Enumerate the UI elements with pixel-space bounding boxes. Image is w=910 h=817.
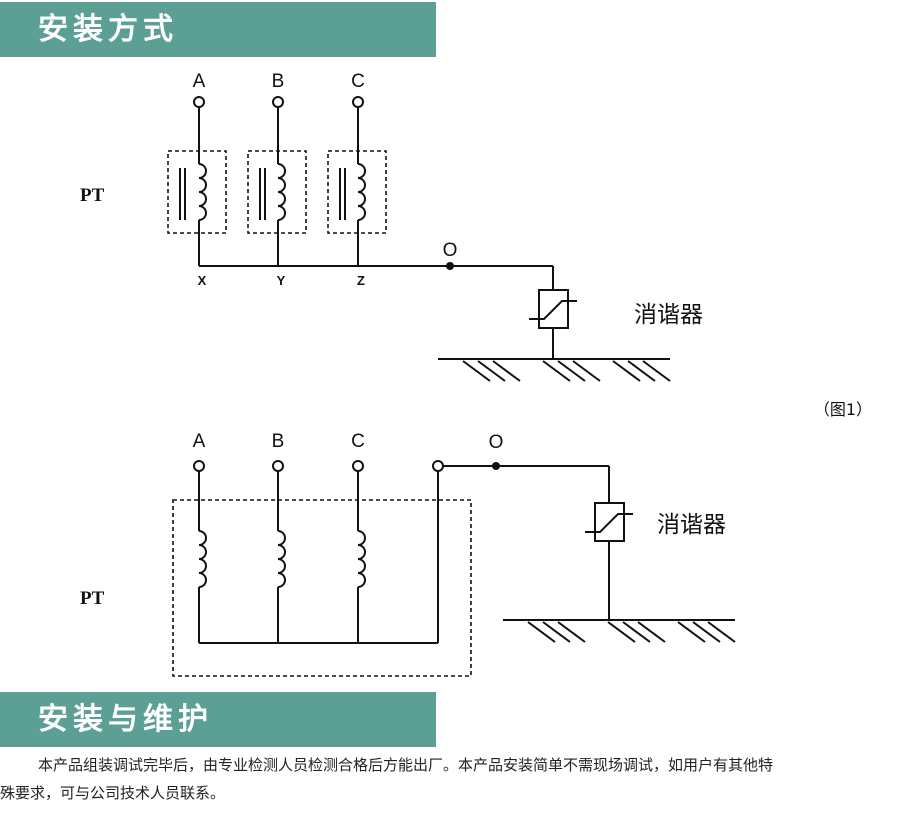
d2-neutral-point (492, 462, 500, 470)
diagram-2: A B C PT O 消谐器 (80, 431, 736, 677)
d2-pt-enclosure (172, 499, 472, 677)
d1-terminal-c (352, 96, 364, 108)
d1-eliminator-symbol (529, 266, 577, 359)
description-line-1: 本产品组装调试完毕后，由专业检测人员检测合格后方能出厂。本产品安装简单不需现场调… (38, 756, 774, 774)
d1-phase-b-label: B (272, 71, 285, 92)
d1-terminal-a (193, 96, 205, 108)
d2-eliminator-symbol (585, 466, 633, 620)
d2-terminal-b (272, 460, 284, 472)
d1-terminal-b (272, 96, 284, 108)
d2-phase-b-label: B (272, 431, 285, 452)
d1-neutral-label: O (443, 240, 458, 261)
d1-device-label: 消谐器 (634, 302, 703, 328)
d2-phase-c-label: C (351, 431, 365, 452)
d2-phase-a-label: A (193, 431, 206, 452)
d2-terminal-c (352, 460, 364, 472)
diagram-1: A B C (80, 71, 703, 382)
d1-neutral-point (446, 262, 454, 270)
d1-pt-label: PT (80, 185, 105, 206)
install-method-banner: 安装方式 (0, 2, 436, 57)
d2-device-label: 消谐器 (657, 512, 726, 538)
d2-neutral-label: O (489, 432, 504, 453)
d2-ground-symbol (503, 619, 736, 643)
d1-tail-y-label: Y (277, 273, 286, 288)
d1-pt-unit-c (327, 107, 387, 266)
d1-phase-c-label: C (351, 71, 365, 92)
description-paragraph: 本产品组装调试完毕后，由专业检测人员检测合格后方能出厂。本产品安装简单不需现场调… (0, 751, 898, 807)
install-method-title: 安装方式 (38, 12, 178, 47)
d1-phase-a-label: A (193, 71, 206, 92)
d2-pt-windings (198, 471, 439, 644)
install-maintenance-banner: 安装与维护 (0, 692, 436, 747)
figure-caption: （图1） (814, 400, 872, 419)
d1-tail-z-label: Z (357, 273, 365, 288)
d1-pt-unit-b (247, 107, 307, 266)
d2-terminal-n (432, 460, 444, 472)
d2-terminal-a (193, 460, 205, 472)
d1-pt-unit-a (167, 107, 227, 266)
description-line-2: 殊要求，可与公司技术人员联系。 (0, 784, 226, 802)
d2-pt-label: PT (80, 588, 105, 609)
install-maintenance-title: 安装与维护 (38, 702, 213, 737)
d1-tail-x-label: X (198, 273, 207, 288)
d1-ground-symbol (438, 358, 671, 382)
